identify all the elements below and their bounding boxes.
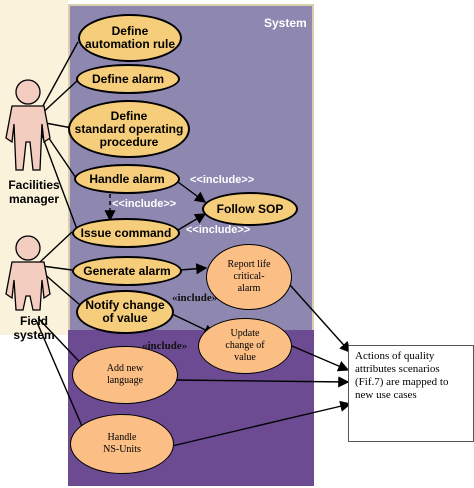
association-line xyxy=(41,271,81,306)
include-label-update: «include» xyxy=(142,340,188,352)
mapping-arrow xyxy=(289,284,351,354)
usecase-generate-alarm[interactable]: Generate alarm xyxy=(72,256,182,286)
system-label: System xyxy=(264,16,307,30)
usecase-define-alarm[interactable]: Define alarm xyxy=(76,64,180,94)
include-label-handle-issue: <<include>> xyxy=(112,198,177,210)
usecase-define-automation-rule[interactable]: Define automation rule xyxy=(78,14,182,62)
mapping-arrow xyxy=(175,376,350,388)
usecase-follow-sop[interactable]: Follow SOP xyxy=(202,192,298,226)
usecase-handle-alarm[interactable]: Handle alarm xyxy=(74,164,180,194)
mapping-arrow xyxy=(291,345,350,372)
usecase-notify-change-of-value[interactable]: Notify change of value xyxy=(76,290,174,334)
association-line xyxy=(35,319,89,441)
field-system-figure xyxy=(5,235,51,311)
usecase-add-new-language[interactable]: Add new language xyxy=(72,346,178,404)
usecase-issue-command[interactable]: Issue command xyxy=(72,218,180,248)
include-arrow xyxy=(177,181,207,203)
quality-scenarios-note: Actions of quality attributes scenarios … xyxy=(348,345,474,442)
association-line xyxy=(41,265,73,271)
actor-field-system-label: Field system xyxy=(13,314,55,342)
include-arrow xyxy=(177,213,207,231)
include-label-notify: «include» xyxy=(172,292,218,304)
mapping-arrow xyxy=(171,400,352,447)
facilities-manager-figure xyxy=(5,79,51,171)
usecase-update-change-of-value[interactable]: Update change of value xyxy=(198,318,292,374)
include-label-handle-follow: <<include>> xyxy=(190,174,255,186)
association-line xyxy=(37,41,79,116)
association-line xyxy=(39,231,73,263)
usecase-define-sop[interactable]: Define standard operating procedure xyxy=(68,100,190,158)
include-label-issue-follow: <<include>> xyxy=(186,224,251,236)
include-arrow xyxy=(179,263,208,275)
usecase-handle-ns-units[interactable]: Handle NS-Units xyxy=(70,414,174,474)
actor-facilities-manager-label: Facilities manager xyxy=(8,178,60,206)
usecase-report-life-critical-alarm[interactable]: Report life critical- alarm xyxy=(206,244,292,310)
association-line xyxy=(39,129,79,233)
